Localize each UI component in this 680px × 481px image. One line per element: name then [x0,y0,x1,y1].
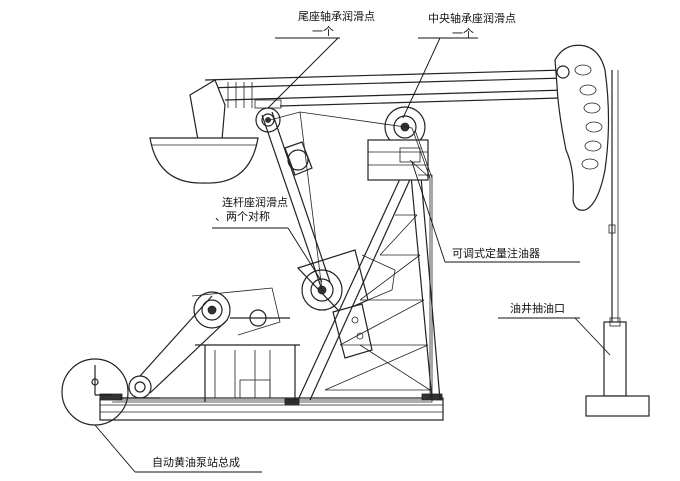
tail-bearing-count: 一个 [312,25,334,38]
pitman-rod [261,111,331,291]
counterweight [149,137,259,184]
wellhead [585,317,650,417]
connecting-rod-count: 、两个对称 [215,210,270,223]
tail-bearing-label: 尾座轴承润滑点 [298,10,375,23]
wellhead-label: 油井抽油口 [510,302,565,315]
grease-pump-station [61,358,129,426]
center-bearing-label: 中央轴承座润滑点 [428,12,516,25]
annotation-leaders [94,37,611,473]
lubricator-label: 可调式定量注油器 [452,247,540,260]
connecting-rod-label: 连杆座润滑点 [222,196,288,209]
center-bearing-count: 一个 [452,27,474,40]
grease-station-label: 自动黄油泵站总成 [152,456,240,469]
polished-rod [608,70,619,322]
tail-bearing [254,99,282,133]
grease-lines [112,111,433,403]
gearbox-platform [195,344,300,402]
walking-beam [189,69,566,141]
motor-assembly [120,295,226,399]
gearbox-wheel [191,287,290,336]
horse-head [554,44,610,211]
center-bearing [367,106,429,181]
